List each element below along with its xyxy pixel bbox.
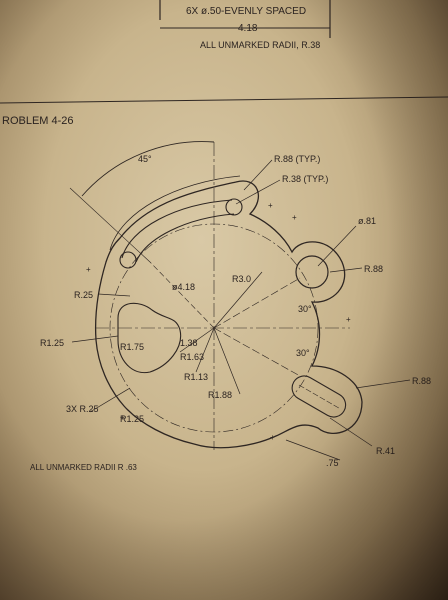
dim-r163: R1.63 (180, 352, 204, 362)
lower-right-slot (291, 375, 347, 418)
angle-line-bottom (213, 327, 301, 377)
slot-center-arc (109, 175, 241, 251)
leader-r88-typ (243, 159, 273, 191)
dim-30-top: 30° (298, 304, 312, 314)
dim-75-line (285, 439, 341, 461)
angle-45-arc (81, 141, 215, 197)
radii-note: ALL UNMARKED RADII, R.38 (200, 40, 320, 50)
center-mark: + (346, 315, 351, 324)
center-mark: + (292, 213, 297, 222)
angle-line-top (213, 277, 301, 329)
dim-30-bottom: 30° (296, 348, 310, 358)
leader-r88-lower (355, 379, 411, 389)
slot-end-right (225, 198, 243, 216)
bottom-note: ALL UNMARKED RADII R .63 (30, 463, 137, 472)
problem-title: ROBLEM 4-26 (2, 115, 74, 127)
dim-r88-typ: R.88 (TYP.) (274, 154, 320, 164)
outer-profile (94, 180, 363, 449)
dim-r188: R1.88 (208, 390, 232, 400)
leader-r88-right (329, 267, 363, 273)
dim-138: 1.38 (180, 338, 198, 348)
curved-slot-outer (121, 199, 233, 259)
section-divider (0, 96, 448, 104)
dim-dia81: ø.81 (358, 216, 376, 226)
dim-r41: R.41 (376, 446, 395, 456)
dim-r88-right: R.88 (364, 264, 383, 274)
previous-problem-block: 6X ø.50-EVENLY SPACED 4.18 ALL UNMARKED … (159, 0, 331, 50)
dim-r175: R1.75 (120, 342, 144, 352)
dim-r38-typ: R.38 (TYP.) (282, 174, 328, 184)
leader-r41 (329, 417, 373, 447)
center-mark: + (86, 265, 91, 274)
dim-r88-lower: R.88 (412, 376, 431, 386)
inner-pocket (117, 302, 182, 374)
dim-3x-r25: 3X R.25 (66, 404, 99, 414)
dim-r113: R1.13 (184, 372, 208, 382)
leader-r188 (213, 327, 241, 395)
dim-r25-left: R.25 (74, 290, 93, 300)
angle-line-45 (149, 261, 215, 329)
dim-r30: R3.0 (232, 274, 251, 284)
part-drawing: + + + + + + (69, 141, 411, 461)
leader-r25 (97, 293, 131, 297)
dim-75: .75 (326, 458, 339, 468)
curved-slot-inner (135, 213, 235, 263)
slot-end-left (119, 251, 137, 269)
dimension-labels: 45° R.88 (TYP.) R.38 (TYP.) ø.81 R.88 R.… (40, 154, 431, 468)
leader-dia81 (317, 225, 357, 267)
dim-r125-bottom: R1.25 (120, 414, 144, 424)
center-mark: + (270, 433, 275, 442)
dim-r125-left: R1.25 (40, 338, 64, 348)
center-mark: + (268, 201, 273, 210)
dim-angle-45: 45° (138, 154, 152, 164)
width-dimension: 4.18 (238, 23, 258, 34)
spacing-note: 6X ø.50-EVENLY SPACED (186, 6, 306, 17)
dim-dia418: ø4.18 (172, 282, 195, 292)
